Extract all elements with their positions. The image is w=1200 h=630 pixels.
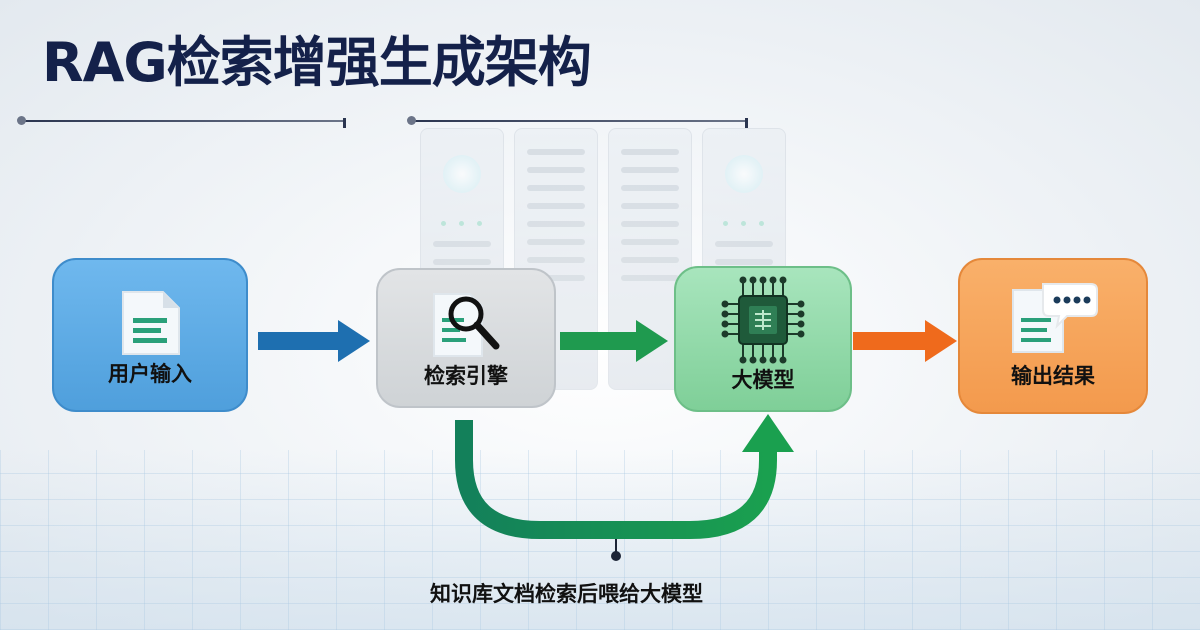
node-large-model[interactable]: 大模型 (674, 266, 852, 412)
arrow-knowledge-feed (455, 414, 794, 561)
arrow-model-to-output (853, 320, 957, 362)
arrow-retrieval-to-model (560, 320, 668, 362)
node-user-input[interactable]: 用户输入 (52, 258, 248, 412)
document-icon (117, 288, 183, 362)
server-icon (420, 128, 504, 390)
node-label: 用户输入 (108, 362, 192, 386)
rule-tick (745, 118, 748, 128)
node-label: 输出结果 (1011, 364, 1095, 388)
node-output-result[interactable]: 输出结果 (958, 258, 1148, 414)
magnifier-document-icon (426, 290, 506, 366)
rule-dot (407, 116, 416, 125)
grid-floor-background (0, 450, 1200, 630)
title-underline-right (407, 116, 748, 128)
page-title: RAG检索增强生成架构 (42, 31, 592, 94)
arrow-input-to-retrieval (258, 320, 370, 362)
rule-tick (343, 118, 346, 128)
rule-dot (17, 116, 26, 125)
chip-icon (721, 274, 805, 370)
chat-document-icon (1007, 280, 1099, 360)
node-retrieval-engine[interactable]: 检索引擎 (376, 268, 556, 408)
node-label: 大模型 (731, 368, 795, 392)
feed-caption: 知识库文档检索后喂给大模型 (430, 582, 703, 606)
title-underline-left (17, 116, 346, 128)
node-label: 检索引擎 (424, 364, 508, 388)
